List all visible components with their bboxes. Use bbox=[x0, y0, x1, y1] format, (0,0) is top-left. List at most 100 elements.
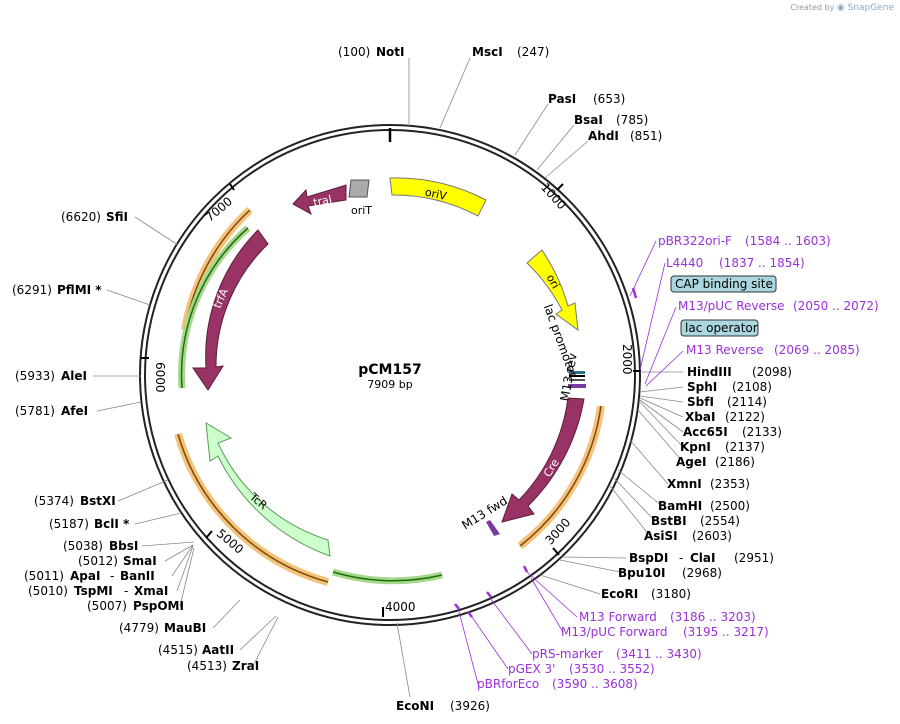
svg-text:(4515): (4515) bbox=[158, 643, 198, 657]
svg-text:MscI: MscI bbox=[472, 45, 503, 59]
svg-text:(851): (851) bbox=[630, 129, 662, 143]
svg-text:(5038): (5038) bbox=[63, 539, 103, 553]
primer-leader-lines bbox=[457, 240, 684, 685]
svg-text:M13/pUC Forward: M13/pUC Forward bbox=[561, 625, 668, 639]
svg-text:(3530 .. 3552): (3530 .. 3552) bbox=[569, 662, 655, 676]
svg-text:(2050 .. 2072): (2050 .. 2072) bbox=[793, 299, 879, 313]
snapgene-credit: Created by ◉ SnapGene bbox=[790, 3, 894, 13]
trfa-promoter-feature-line bbox=[180, 227, 249, 389]
svg-text:SfiI: SfiI bbox=[106, 210, 128, 224]
site-AfeI: (5781)AfeI bbox=[15, 404, 88, 418]
svg-text:MauBI: MauBI bbox=[164, 621, 206, 635]
primer-marks bbox=[454, 287, 638, 618]
site-EcoNI: EcoNI(3926) bbox=[396, 699, 490, 713]
svg-text:SbfI: SbfI bbox=[687, 395, 714, 409]
tick-label: 4000 bbox=[385, 600, 416, 614]
svg-text:-: - bbox=[124, 584, 128, 598]
svg-text:(4513): (4513) bbox=[187, 659, 227, 673]
box-lac-operator: lac operator bbox=[680, 319, 759, 337]
svg-text:AgeI: AgeI bbox=[676, 455, 706, 469]
oriV-label: oriV bbox=[424, 186, 449, 203]
svg-text:(3186 .. 3203): (3186 .. 3203) bbox=[670, 610, 756, 624]
svg-text:SmaI: SmaI bbox=[123, 554, 157, 568]
svg-text:EcoRI: EcoRI bbox=[601, 587, 638, 601]
svg-text:(2114): (2114) bbox=[727, 395, 767, 409]
tet-region-feature bbox=[174, 432, 330, 586]
cre-region-feature-line bbox=[519, 405, 602, 547]
svg-text:(5781): (5781) bbox=[15, 404, 55, 418]
svg-text:pBR322ori-F: pBR322ori-F bbox=[658, 234, 732, 248]
svg-text:(3180): (3180) bbox=[651, 587, 691, 601]
svg-text:BclI *: BclI * bbox=[94, 517, 130, 531]
svg-text:NotI: NotI bbox=[376, 45, 405, 59]
svg-text:-: - bbox=[679, 551, 683, 565]
svg-text:AleI: AleI bbox=[61, 369, 87, 383]
ori-label: ori bbox=[544, 272, 562, 291]
ori-arrow bbox=[526, 249, 579, 332]
svg-text:(4779): (4779) bbox=[119, 621, 159, 635]
traJ-arrow bbox=[292, 184, 347, 216]
svg-text:EcoNI: EcoNI bbox=[396, 699, 434, 713]
site-TspMI-XmaI: (5010)TspMI-XmaI bbox=[28, 584, 168, 598]
tick-4000: 4000 bbox=[382, 600, 416, 617]
leader-lines bbox=[93, 57, 684, 698]
snapgene-logo: ◉ SnapGene bbox=[836, 3, 894, 13]
svg-text:(3411 .. 3430): (3411 .. 3430) bbox=[616, 647, 702, 661]
svg-text:(2353): (2353) bbox=[710, 477, 750, 491]
feature-trfA: trfA bbox=[192, 229, 269, 391]
svg-text:L4440: L4440 bbox=[666, 256, 703, 270]
svg-text:(5374): (5374) bbox=[34, 494, 74, 508]
site-SmaI: (5012)SmaI bbox=[78, 554, 157, 568]
svg-text:(2968): (2968) bbox=[682, 566, 722, 580]
svg-text:AsiSI: AsiSI bbox=[644, 529, 678, 543]
svg-text:(5933): (5933) bbox=[15, 369, 55, 383]
site-SfiI: (6620)SfiI bbox=[61, 210, 128, 224]
primer-pRS-marker: pRS-marker(3411 .. 3430) bbox=[532, 647, 702, 661]
svg-text:AatII: AatII bbox=[202, 643, 234, 657]
svg-text:(5007): (5007) bbox=[87, 599, 127, 613]
site-XmnI: XmnI(2353) bbox=[667, 477, 750, 491]
svg-text:(2137): (2137) bbox=[725, 440, 765, 454]
site-MauBI: (4779) MauBI bbox=[119, 621, 206, 635]
svg-text:(2069 .. 2085): (2069 .. 2085) bbox=[774, 343, 860, 357]
svg-text:(5011): (5011) bbox=[24, 569, 64, 583]
site-BstBI: BstBI(2554) bbox=[651, 514, 740, 528]
svg-text:(2951): (2951) bbox=[734, 551, 774, 565]
svg-text:HindIII: HindIII bbox=[687, 365, 732, 379]
svg-text:BstBI: BstBI bbox=[651, 514, 687, 528]
svg-text:(2133): (2133) bbox=[742, 425, 782, 439]
site-SphI: SphI(2108) bbox=[687, 380, 772, 394]
lac-operator-mark bbox=[569, 379, 585, 381]
svg-text:(1837 .. 1854): (1837 .. 1854) bbox=[719, 256, 805, 270]
plasmid-name: pCM157 bbox=[358, 362, 421, 378]
lac-promoter-mark bbox=[569, 375, 585, 377]
site-Acc65I: Acc65I(2133) bbox=[683, 425, 782, 439]
plasmid-size: 7909 bp bbox=[367, 378, 412, 391]
site-AleI: (5933) AleI bbox=[15, 369, 87, 383]
svg-text:(2108): (2108) bbox=[732, 380, 772, 394]
svg-text:M13 Forward: M13 Forward bbox=[579, 610, 657, 624]
tet-promoter-feature-line bbox=[332, 571, 443, 582]
svg-text:BanII: BanII bbox=[120, 569, 155, 583]
site-BspDI-ClaI: BspDI-ClaI(2951) bbox=[629, 551, 774, 565]
svg-text:(653): (653) bbox=[593, 92, 625, 106]
svg-text:BspDI: BspDI bbox=[629, 551, 668, 565]
Cre-arrow bbox=[501, 397, 585, 523]
site-PasI: PasI(653) bbox=[548, 92, 625, 106]
site-BamHI: BamHI(2500) bbox=[658, 499, 750, 513]
tick-2000: 2000 bbox=[620, 344, 641, 375]
svg-text:XmaI: XmaI bbox=[134, 584, 168, 598]
feature-traJ: traJ bbox=[292, 184, 347, 216]
svg-text:(785): (785) bbox=[616, 113, 648, 127]
trfA-arrow bbox=[192, 229, 269, 391]
site-HindIII: HindIII(2098) bbox=[687, 365, 792, 379]
TcR-arrow bbox=[205, 422, 331, 557]
oriT-label: oriT bbox=[351, 204, 372, 217]
site-MscI: MscI(247) bbox=[472, 45, 549, 59]
primer-M13-Forward: M13 Forward (3186 .. 3203) bbox=[579, 610, 756, 624]
svg-text:(3195 .. 3217): (3195 .. 3217) bbox=[683, 625, 769, 639]
site-XbaI: XbaI(2122) bbox=[685, 410, 765, 424]
primer-M13-pUC-Forward: M13/pUC Forward (3195 .. 3217) bbox=[561, 625, 769, 639]
site-BstXI: (5374)BstXI bbox=[34, 494, 116, 508]
svg-text:ApaI: ApaI bbox=[70, 569, 100, 583]
